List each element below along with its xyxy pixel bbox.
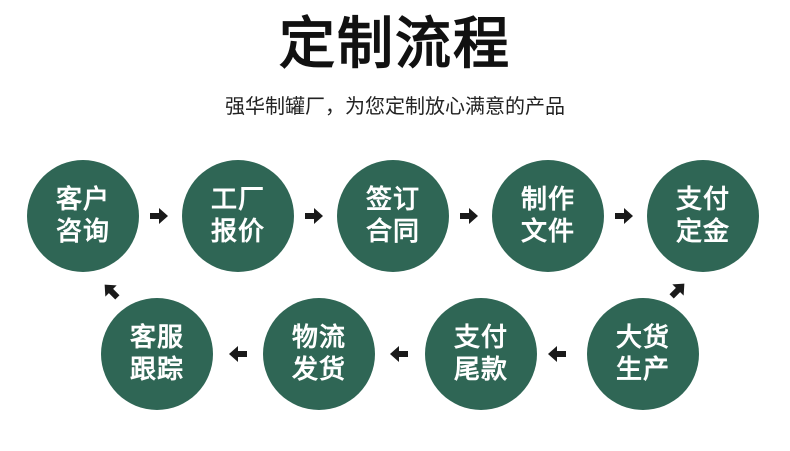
- step-label: 支付尾款: [453, 323, 508, 385]
- page-title: 定制流程: [279, 12, 511, 77]
- step-shipping: 物流发货: [263, 298, 375, 410]
- step-customer-service: 客服跟踪: [101, 298, 213, 410]
- step-contract: 签订合同: [337, 160, 449, 272]
- arrow-left-icon: [389, 344, 409, 364]
- arrow-diagonal-icon: [101, 281, 121, 301]
- page-subtitle: 强华制罐厂，为您定制放心满意的产品: [225, 94, 565, 118]
- arrow-diagonal-icon: [668, 280, 688, 300]
- step-deposit: 支付定金: [647, 160, 759, 272]
- arrow-right-icon: [459, 206, 479, 226]
- step-production: 大货生产: [587, 298, 699, 410]
- step-label: 大货生产: [615, 323, 670, 385]
- arrow-right-icon: [614, 206, 634, 226]
- step-label: 签订合同: [365, 185, 420, 247]
- step-label: 制作文件: [520, 185, 575, 247]
- step-final-payment: 支付尾款: [425, 298, 537, 410]
- step-label: 客服跟踪: [129, 323, 184, 385]
- arrow-right-icon: [149, 206, 169, 226]
- arrow-left-icon: [228, 344, 248, 364]
- arrow-left-icon: [547, 344, 567, 364]
- step-quote: 工厂报价: [182, 160, 294, 272]
- step-label: 物流发货: [291, 323, 346, 385]
- step-label: 客户咨询: [55, 185, 110, 247]
- step-design-files: 制作文件: [492, 160, 604, 272]
- step-consult: 客户咨询: [27, 160, 139, 272]
- arrow-right-icon: [304, 206, 324, 226]
- step-label: 工厂报价: [210, 185, 265, 247]
- step-label: 支付定金: [675, 185, 730, 247]
